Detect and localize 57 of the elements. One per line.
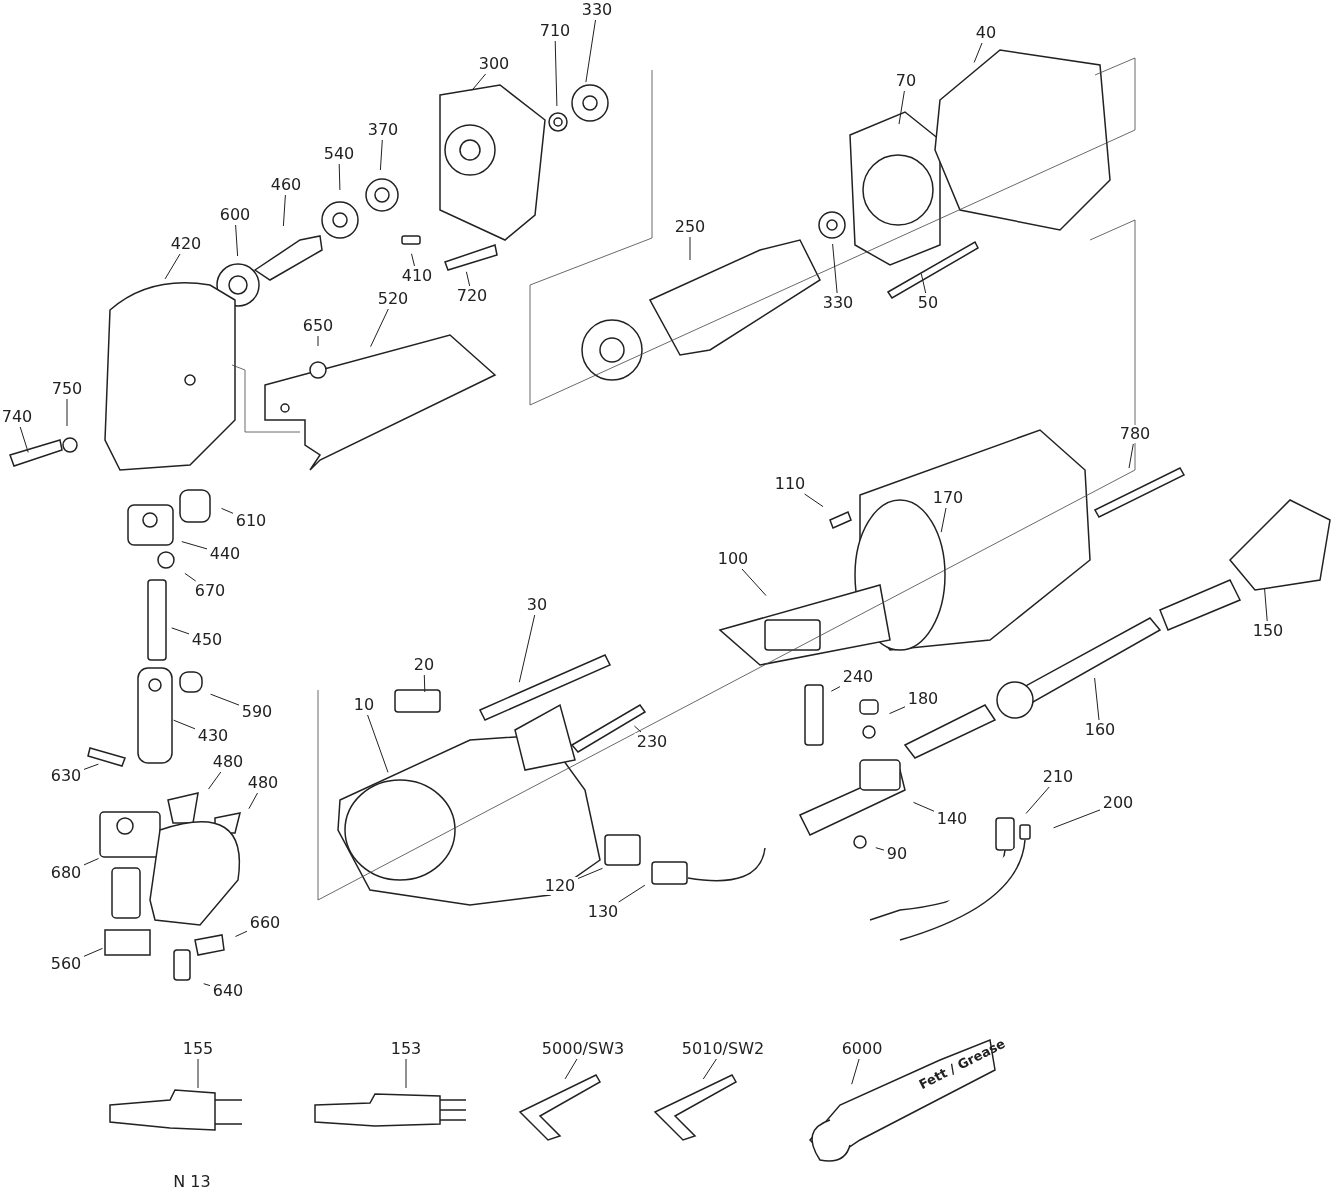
leader-line	[633, 725, 642, 733]
leader-line	[235, 224, 239, 257]
callout-number: 120	[542, 877, 578, 895]
leader-line	[1025, 786, 1050, 814]
leader-line	[973, 42, 983, 63]
leader-line	[173, 719, 196, 730]
leader-line	[171, 627, 190, 635]
leader-line	[940, 507, 947, 533]
leader-line	[235, 930, 248, 937]
leader-line	[577, 867, 603, 879]
leader-line	[830, 686, 841, 692]
leader-line	[471, 73, 487, 91]
leader-line	[564, 1058, 578, 1080]
leader-line	[184, 572, 197, 582]
leader-line	[405, 1058, 407, 1089]
leader-line	[702, 1058, 717, 1080]
leader-line	[66, 398, 68, 427]
leader-line	[898, 90, 905, 125]
leader-line	[83, 858, 99, 866]
leader-line	[370, 308, 389, 348]
leader-line	[423, 674, 426, 693]
leader-line	[164, 253, 181, 280]
leader-line	[181, 541, 208, 550]
leader-line	[367, 714, 389, 773]
leader-line	[411, 253, 415, 267]
leader-line	[83, 947, 103, 957]
leader-line	[19, 426, 29, 453]
leader-line	[851, 1058, 860, 1085]
leader-line	[518, 614, 536, 683]
leader-line	[197, 1058, 199, 1089]
leader-line	[1094, 677, 1100, 721]
leader-line	[465, 271, 471, 287]
leader-line	[83, 763, 99, 770]
leader-line	[741, 568, 767, 596]
leader-line	[1053, 809, 1101, 829]
leader-line	[585, 19, 596, 83]
leader-line	[913, 801, 935, 812]
leader-line	[875, 847, 885, 851]
leader-line	[221, 507, 234, 514]
leader-line	[1264, 587, 1268, 622]
leader-line	[1128, 443, 1134, 469]
leader-line	[203, 983, 211, 987]
leader-line	[554, 40, 558, 107]
leader-line	[317, 335, 319, 347]
leader-line	[689, 236, 691, 261]
leader-line	[338, 163, 341, 191]
leader-line	[282, 194, 286, 227]
leader-line	[618, 884, 646, 903]
leader-line	[920, 273, 927, 294]
leader-line	[804, 493, 824, 508]
model-label: N 13	[173, 1174, 211, 1190]
leader-line	[379, 139, 383, 171]
leader-line	[248, 792, 258, 810]
leader-line	[210, 693, 240, 706]
leader-line	[832, 243, 838, 294]
leader-line	[889, 706, 906, 715]
leader-line	[208, 771, 222, 790]
